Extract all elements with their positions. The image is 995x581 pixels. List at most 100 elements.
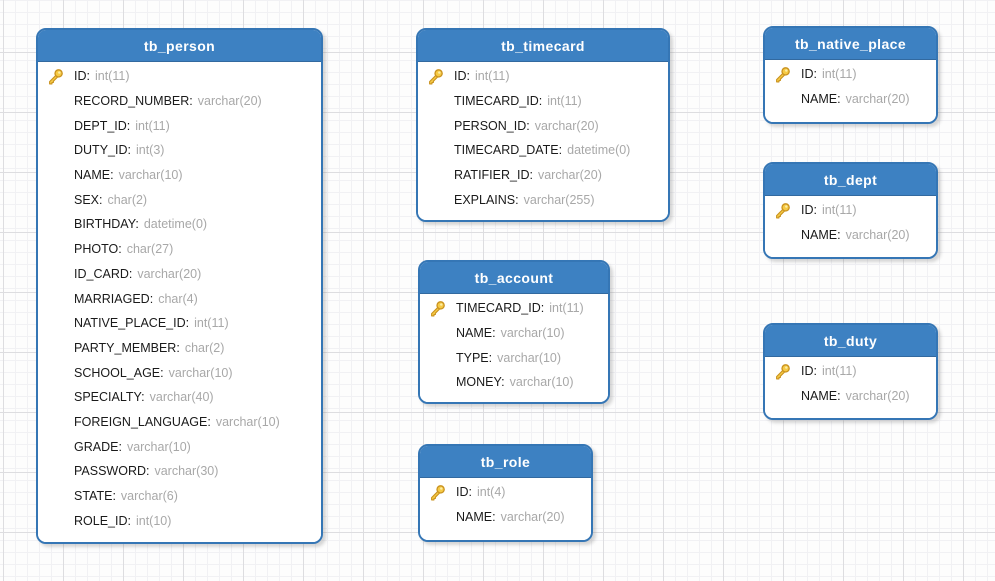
field-name: ID bbox=[801, 364, 817, 378]
field-name: NAME bbox=[456, 326, 496, 340]
table-field-row[interactable]: RECORD_NUMBER varchar(20) bbox=[38, 89, 321, 114]
table-tb_role[interactable]: tb_role ID int(4) NAME varchar(20) bbox=[418, 444, 593, 542]
field-type: int(11) bbox=[135, 118, 170, 133]
field-name: GRADE bbox=[74, 440, 122, 454]
field-type: varchar(20) bbox=[845, 228, 910, 243]
field-name: ID bbox=[801, 67, 817, 81]
field-type: int(10) bbox=[135, 513, 172, 528]
table-field-row[interactable]: NAME varchar(20) bbox=[765, 223, 936, 248]
field-type: datetime(0) bbox=[567, 143, 631, 158]
table-field-row[interactable]: MONEY varchar(10) bbox=[420, 370, 608, 395]
field-type: varchar(10) bbox=[500, 326, 565, 341]
table-field-row[interactable]: NATIVE_PLACE_ID int(11) bbox=[38, 311, 321, 336]
field-type: varchar(20) bbox=[534, 118, 599, 133]
table-header[interactable]: tb_dept bbox=[765, 164, 936, 196]
field-type: int(11) bbox=[547, 94, 582, 109]
field-name: BIRTHDAY bbox=[74, 217, 139, 231]
table-body: ID int(11) TIMECARD_ID int(11) PERSON_ID… bbox=[418, 62, 668, 220]
table-field-row[interactable]: SEX char(2) bbox=[38, 187, 321, 212]
table-field-row[interactable]: DUTY_ID int(3) bbox=[38, 138, 321, 163]
field-name: TYPE bbox=[456, 351, 492, 365]
field-name: MONEY bbox=[456, 375, 505, 389]
field-type: int(4) bbox=[476, 485, 506, 500]
field-type: int(11) bbox=[94, 69, 130, 84]
table-header[interactable]: tb_timecard bbox=[418, 30, 668, 62]
table-field-row[interactable]: NAME varchar(20) bbox=[765, 87, 936, 112]
table-field-row[interactable]: SCHOOL_AGE varchar(10) bbox=[38, 360, 321, 385]
table-field-row[interactable]: EXPLAINS varchar(255) bbox=[418, 187, 668, 212]
table-tb_dept[interactable]: tb_dept ID int(11) NAME varchar(20) bbox=[763, 162, 938, 259]
table-body: ID int(11) RECORD_NUMBER varchar(20) DEP… bbox=[38, 62, 321, 542]
field-name: TIMECARD_ID bbox=[456, 301, 544, 315]
field-type: varchar(20) bbox=[845, 389, 910, 404]
field-type: varchar(10) bbox=[126, 439, 191, 454]
primary-key-icon bbox=[429, 68, 443, 85]
table-title: tb_person bbox=[143, 37, 216, 54]
key-slot bbox=[47, 68, 74, 85]
field-type: varchar(10) bbox=[497, 350, 562, 365]
table-header[interactable]: tb_duty bbox=[765, 325, 936, 357]
table-field-row[interactable]: TYPE varchar(10) bbox=[420, 345, 608, 370]
table-body: ID int(11) NAME varchar(20) bbox=[765, 357, 936, 418]
table-body: ID int(11) NAME varchar(20) bbox=[765, 60, 936, 122]
field-name: SPECIALTY bbox=[74, 390, 145, 404]
table-header[interactable]: tb_person bbox=[38, 30, 321, 62]
field-type: int(3) bbox=[135, 143, 165, 158]
table-field-row[interactable]: MARRIAGED char(4) bbox=[38, 286, 321, 311]
table-field-row[interactable]: ID int(11) bbox=[38, 64, 321, 89]
table-field-row[interactable]: NAME varchar(20) bbox=[420, 505, 591, 530]
table-field-row[interactable]: ID int(11) bbox=[418, 64, 668, 89]
table-field-row[interactable]: ID int(11) bbox=[765, 359, 936, 384]
field-type: varchar(40) bbox=[149, 390, 214, 405]
table-field-row[interactable]: NAME varchar(10) bbox=[38, 163, 321, 188]
table-field-row[interactable]: DEPT_ID int(11) bbox=[38, 113, 321, 138]
key-slot bbox=[774, 202, 801, 219]
field-name: NAME bbox=[801, 389, 841, 403]
table-field-row[interactable]: GRADE varchar(10) bbox=[38, 434, 321, 459]
table-field-row[interactable]: STATE varchar(6) bbox=[38, 484, 321, 509]
table-field-row[interactable]: PARTY_MEMBER char(2) bbox=[38, 336, 321, 361]
table-tb_native_place[interactable]: tb_native_place ID int(11) NAME varchar(… bbox=[763, 26, 938, 124]
field-name: NAME bbox=[801, 228, 841, 242]
field-name: RATIFIER_ID bbox=[454, 168, 533, 182]
field-type: varchar(20) bbox=[137, 266, 202, 281]
table-field-row[interactable]: ROLE_ID int(10) bbox=[38, 508, 321, 533]
table-field-row[interactable]: TIMECARD_DATE datetime(0) bbox=[418, 138, 668, 163]
table-tb_person[interactable]: tb_person ID int(11) RECORD_NUMBER varch… bbox=[36, 28, 323, 544]
table-header[interactable]: tb_role bbox=[420, 446, 591, 478]
table-field-row[interactable]: SPECIALTY varchar(40) bbox=[38, 385, 321, 410]
field-name: TIMECARD_DATE bbox=[454, 143, 562, 157]
table-field-row[interactable]: PERSON_ID varchar(20) bbox=[418, 113, 668, 138]
primary-key-icon bbox=[49, 68, 63, 85]
field-type: int(11) bbox=[821, 203, 857, 218]
field-type: varchar(30) bbox=[154, 464, 219, 479]
table-field-row[interactable]: RATIFIER_ID varchar(20) bbox=[418, 163, 668, 188]
field-type: char(2) bbox=[107, 192, 148, 207]
field-name: ROLE_ID bbox=[74, 514, 131, 528]
table-field-row[interactable]: TIMECARD_ID int(11) bbox=[418, 89, 668, 114]
field-name: NATIVE_PLACE_ID bbox=[74, 316, 189, 330]
table-field-row[interactable]: PASSWORD varchar(30) bbox=[38, 459, 321, 484]
table-field-row[interactable]: ID_CARD varchar(20) bbox=[38, 262, 321, 287]
table-field-row[interactable]: ID int(11) bbox=[765, 62, 936, 87]
table-field-row[interactable]: ID int(11) bbox=[765, 198, 936, 223]
field-type: int(11) bbox=[821, 364, 857, 379]
table-field-row[interactable]: BIRTHDAY datetime(0) bbox=[38, 212, 321, 237]
table-tb_account[interactable]: tb_account TIMECARD_ID int(11) NAME varc… bbox=[418, 260, 610, 404]
table-tb_duty[interactable]: tb_duty ID int(11) NAME varchar(20) bbox=[763, 323, 938, 420]
table-field-row[interactable]: ID int(4) bbox=[420, 480, 591, 505]
table-field-row[interactable]: TIMECARD_ID int(11) bbox=[420, 296, 608, 321]
table-header[interactable]: tb_native_place bbox=[765, 28, 936, 60]
table-field-row[interactable]: NAME varchar(10) bbox=[420, 321, 608, 346]
field-type: char(27) bbox=[126, 242, 174, 257]
field-type: int(11) bbox=[194, 316, 229, 331]
table-header[interactable]: tb_account bbox=[420, 262, 608, 294]
table-tb_timecard[interactable]: tb_timecard ID int(11) TIMECARD_ID int(1… bbox=[416, 28, 670, 222]
table-field-row[interactable]: FOREIGN_LANGUAGE varchar(10) bbox=[38, 410, 321, 435]
field-type: varchar(20) bbox=[500, 510, 565, 525]
table-title: tb_role bbox=[480, 453, 531, 470]
field-name: STATE bbox=[74, 489, 116, 503]
table-field-row[interactable]: NAME varchar(20) bbox=[765, 384, 936, 409]
table-field-row[interactable]: PHOTO char(27) bbox=[38, 237, 321, 262]
